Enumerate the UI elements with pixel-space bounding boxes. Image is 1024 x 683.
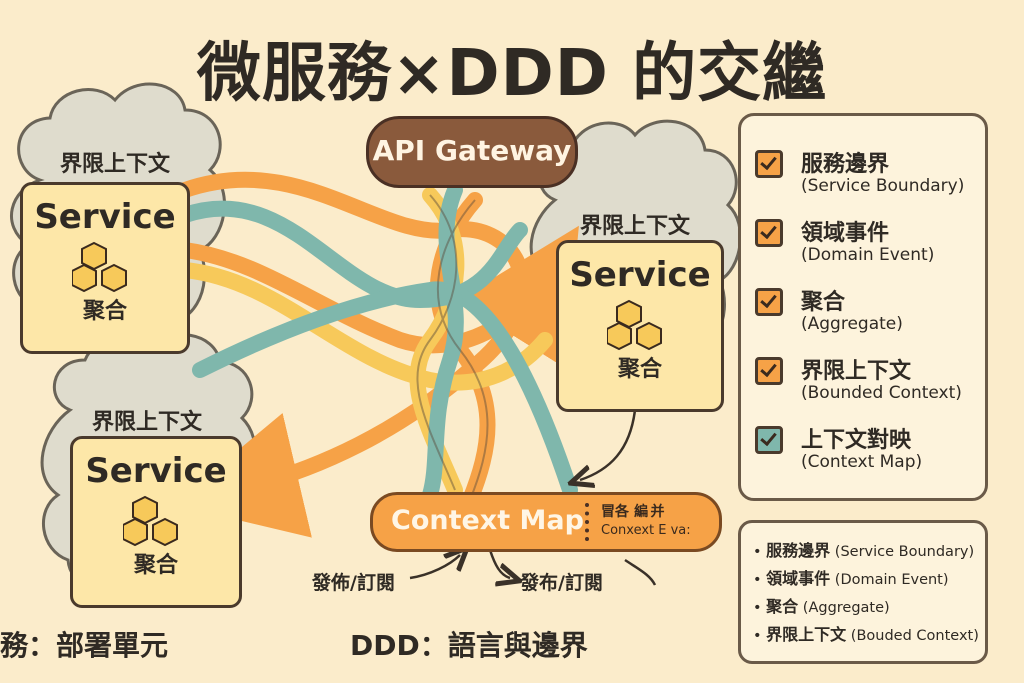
page-title: 微服務×DDD 的交繼 xyxy=(196,37,828,111)
footer-middle-text: DDD：語言與邊界 xyxy=(350,629,588,662)
legend-zh: 聚合 xyxy=(801,290,846,315)
service-name: Service xyxy=(85,451,227,491)
aggregate-cubes-icon xyxy=(607,299,662,351)
arrow-service-to-map xyxy=(580,409,637,480)
legend-en: (Aggregate) xyxy=(801,314,903,334)
legend-zh: 上下文對映 xyxy=(801,428,912,453)
legend-zh: 服務邊界 xyxy=(801,152,890,177)
legend2-en: (Aggregate) xyxy=(802,600,890,616)
legend2-zh: 領域事件 xyxy=(766,569,831,588)
arrow-pub-left xyxy=(409,555,460,580)
checkbox-icon xyxy=(755,357,783,385)
service-box: Service 聚合 xyxy=(556,240,724,412)
service-name: Service xyxy=(569,255,711,295)
aggregate-label: 聚合 xyxy=(133,553,178,578)
pubsub-label: 發布/訂閱 xyxy=(520,572,603,594)
api-gateway: API Gateway xyxy=(366,116,578,188)
legend2-en: (Domain Event) xyxy=(834,572,949,588)
strand-outlines xyxy=(416,194,489,501)
checkbox-icon xyxy=(755,219,783,247)
service-box: Service 聚合 xyxy=(20,182,190,354)
arrow-to-legend2 xyxy=(624,558,657,586)
context-map-sub-title: 冒各 ‏‪‬ 編 并 xyxy=(601,504,665,520)
legend-en: (Service Boundary) xyxy=(801,176,965,196)
legend2-en: (Bouded Context) xyxy=(850,628,979,644)
context-map-label: Context Map xyxy=(391,505,584,536)
legend-en: (Domain Event) xyxy=(801,245,935,265)
strands-teal xyxy=(177,182,578,503)
service-box: Service 聚合 xyxy=(70,436,242,608)
pubsub-label: 發佈/訂閱 xyxy=(312,572,395,594)
legend2-item: • 領域事件 (Domain Event) xyxy=(753,569,949,588)
legend-en: (Context Map) xyxy=(801,452,923,472)
checkbox-icon xyxy=(755,426,783,454)
aggregate-cubes-icon xyxy=(123,495,178,547)
legend2-item: • 聚合 (Aggregate) xyxy=(753,597,890,616)
legend-zh: 領域事件 xyxy=(801,221,890,246)
legend2-en: (Service Boundary) xyxy=(834,544,975,560)
legend-en: (Bounded Context) xyxy=(801,383,962,403)
aggregate-label: 聚合 xyxy=(82,299,127,324)
separator-dots xyxy=(585,503,593,541)
aggregate-label: 聚合 xyxy=(617,357,662,382)
legend2-zh: 聚合 xyxy=(766,597,799,616)
legend2-item: • 服務邊界 (Service Boundary) xyxy=(753,541,975,560)
context-map-sub-text: Conxext E va: xyxy=(601,523,691,538)
checkbox-icon xyxy=(755,288,783,316)
checkbox-icon xyxy=(755,150,783,178)
legend2-zh: 界限上下文 xyxy=(766,625,847,644)
legend-zh: 界限上下文 xyxy=(801,359,912,384)
context-map-box: Context Map 冒各 ‏‪‬ 編 并 Conxext E va: xyxy=(370,492,722,552)
footer-left-text: 務：部署單元 xyxy=(0,629,169,662)
context-label: 界限上下文 xyxy=(59,152,170,177)
legend-secondary-panel: • 服務邊界 (Service Boundary) • 領域事件 (Domain… xyxy=(738,520,988,664)
context-label: 界限上下文 xyxy=(579,214,690,239)
legend-panel: 服務邊界 (Service Boundary) 領域事件 (Domain Eve… xyxy=(738,113,988,501)
arrow-pub-right xyxy=(488,549,510,578)
legend2-zh: 服務邊界 xyxy=(766,541,831,560)
service-name: Service xyxy=(34,197,176,237)
legend2-item: • 界限上下文 (Bouded Context) xyxy=(753,625,979,644)
context-label: 界限上下文 xyxy=(91,410,202,435)
aggregate-cubes-icon xyxy=(72,241,127,293)
